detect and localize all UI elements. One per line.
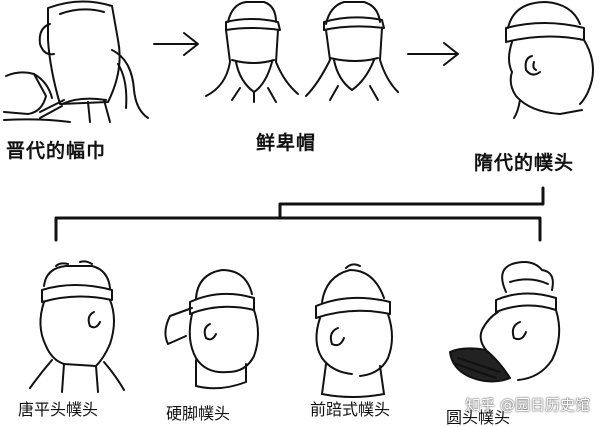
xianbei-hat-figure-side: [306, 2, 398, 100]
label-jin-headscarf: 晋代的幅巾: [6, 136, 106, 163]
arrow-right-icon: [154, 33, 198, 55]
sui-futou-figure: [506, 2, 593, 118]
arrow-right-icon: [408, 43, 458, 65]
forward-lean-futou-figure: [316, 264, 392, 397]
jin-headscarf-figure: [4, 1, 148, 122]
label-xianbei-hat: 鲜卑帽: [256, 128, 316, 155]
label-forward-lean-futou: 前踣式幞头: [310, 396, 390, 420]
lineage-bracket: [56, 188, 543, 240]
label-hard-leg-futou: 硬脚幞头: [166, 400, 230, 424]
tang-flat-futou-figure: [30, 261, 124, 392]
xianbei-hat-figure-front: [206, 2, 298, 102]
round-top-futou-figure: [450, 262, 559, 382]
watermark: 知乎 @园日历史馆: [465, 394, 590, 415]
hard-leg-futou-figure: [165, 270, 258, 388]
label-sui-futou: 隋代的幞头: [474, 148, 574, 175]
label-tang-flat-futou: 唐平头幞头: [18, 396, 98, 420]
